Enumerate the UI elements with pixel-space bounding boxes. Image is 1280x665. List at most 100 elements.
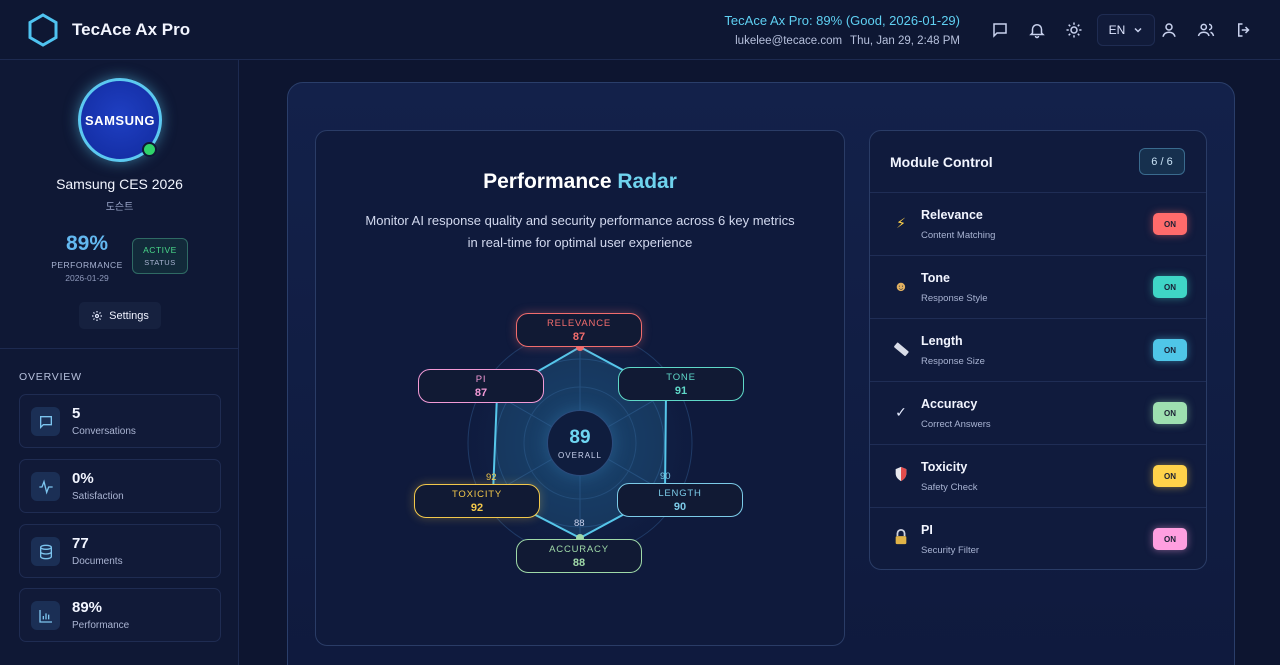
radar-title-accent: Radar (617, 170, 677, 193)
radar-title-prefix: Performance (483, 170, 612, 193)
metric-pill-toxicity[interactable]: TOXICITY 92 (414, 484, 540, 518)
metric-label: TONE (666, 371, 696, 383)
metric-pill-tone[interactable]: TONE 91 (618, 367, 744, 401)
module-sub: Security Filter (921, 545, 980, 556)
language-select[interactable]: EN (1097, 14, 1155, 46)
stat-value: 5 (72, 405, 81, 422)
sidebar-divider (0, 348, 239, 349)
chevron-down-icon (1134, 27, 1142, 33)
accuracy-toggle[interactable]: ON (1153, 402, 1187, 424)
metric-value: 87 (572, 330, 586, 343)
module-row-tone: ☻ Tone Response Style ON (870, 255, 1206, 318)
stat-label: Documents (72, 556, 123, 567)
stat-value: 0% (72, 470, 94, 487)
metric-label: TOXICITY (451, 488, 503, 500)
metric-value: 87 (474, 386, 488, 399)
app-title: TecAce Ax Pro (72, 20, 191, 39)
chat-icon[interactable] (988, 18, 1012, 42)
module-sub: Safety Check (921, 482, 978, 493)
stat-value: 89% (72, 599, 103, 616)
stat-label: Performance (72, 620, 130, 631)
axis-label-toxicity: 92 (486, 472, 497, 483)
language-value: EN (1108, 23, 1126, 37)
module-control-title: Module Control (890, 154, 993, 170)
stat-card-satisfaction[interactable]: 0% Satisfaction (19, 459, 221, 513)
metric-value: 88 (572, 556, 586, 569)
module-name: Length (921, 334, 963, 348)
performance-date: 2026-01-29 (65, 273, 109, 283)
gear-icon (92, 310, 103, 321)
metric-pill-relevance[interactable]: RELEVANCE 87 (516, 313, 642, 347)
settings-button[interactable]: Settings (79, 302, 161, 329)
bar-chart-icon (31, 601, 60, 630)
module-sub: Response Size (921, 356, 985, 367)
metric-pill-length[interactable]: LENGTH 90 (617, 483, 743, 517)
org-subtitle: 도슨트 (105, 202, 134, 213)
performance-value: 89% (65, 232, 109, 255)
tone-toggle[interactable]: ON (1153, 276, 1187, 298)
lightning-icon: ⚡ (896, 215, 906, 231)
module-control-card: Module Control 6 / 6 ⚡ Relevance Content… (869, 130, 1207, 570)
stat-card-conversations[interactable]: 5 Conversations (19, 394, 221, 448)
overall-value: 89 (569, 426, 591, 448)
radar-description-line: Monitor AI response quality and security… (365, 213, 795, 228)
sidebar: SAMSUNG Samsung CES 2026 도슨트 89% PERFORM… (0, 60, 239, 665)
metric-pill-pi[interactable]: PI 87 (418, 369, 544, 403)
org-avatar: SAMSUNG (78, 78, 162, 162)
hexagon-logo-icon (28, 13, 58, 47)
masks-icon: ☻ (893, 278, 909, 294)
stat-label: Conversations (72, 426, 136, 437)
metric-label: RELEVANCE (546, 317, 612, 329)
length-toggle[interactable]: ON (1153, 339, 1187, 361)
metric-value: 91 (674, 384, 688, 397)
stat-card-performance[interactable]: 89% Performance (19, 588, 221, 642)
ruler-icon (892, 339, 910, 359)
module-sub: Response Style (921, 293, 988, 304)
status-badge-value: ACTIVE (143, 245, 177, 255)
lock-icon (892, 528, 910, 548)
current-datetime: Thu, Jan 29, 2:48 PM (850, 35, 960, 47)
logout-icon[interactable] (1232, 18, 1256, 42)
module-row-toxicity: Toxicity Safety Check ON (870, 444, 1206, 507)
stat-value: 77 (72, 535, 89, 552)
metric-label: ACCURACY (549, 543, 609, 555)
settings-label: Settings (109, 309, 149, 322)
toxicity-toggle[interactable]: ON (1153, 465, 1187, 487)
database-icon (31, 537, 60, 566)
module-count-badge: 6 / 6 (1139, 148, 1185, 175)
module-name: Tone (921, 271, 950, 285)
users-icon[interactable] (1194, 18, 1218, 42)
module-row-pi: PI Security Filter ON (870, 507, 1206, 569)
avatar-logo-text: SAMSUNG (85, 112, 155, 128)
status-badge: ACTIVE STATUS (132, 238, 188, 274)
metric-label: PI (475, 373, 487, 385)
bell-icon[interactable] (1025, 18, 1049, 42)
stat-label: Satisfaction (72, 491, 124, 502)
radar-title: Performance Radar (315, 170, 845, 194)
overall-label: OVERALL (558, 450, 602, 460)
module-row-accuracy: ✓ Accuracy Correct Answers ON (870, 381, 1206, 444)
radar-description: Monitor AI response quality and security… (340, 210, 820, 254)
performance-label: PERFORMANCE (51, 260, 123, 270)
online-status-dot (142, 142, 157, 157)
pi-toggle[interactable]: ON (1153, 528, 1187, 550)
user-icon[interactable] (1157, 18, 1181, 42)
module-sub: Correct Answers (921, 419, 991, 430)
relevance-toggle[interactable]: ON (1153, 213, 1187, 235)
chat-icon (31, 407, 60, 436)
metric-value: 92 (470, 501, 484, 514)
activity-icon (31, 472, 60, 501)
module-name: Toxicity (921, 460, 968, 474)
metric-label: LENGTH (658, 487, 702, 499)
sun-icon[interactable] (1062, 18, 1086, 42)
overall-score: 89 OVERALL (547, 410, 613, 476)
shield-icon (892, 465, 910, 485)
radar-description-line: in real-time for optimal user experience (467, 235, 693, 250)
top-header: TecAce Ax Pro TecAce Ax Pro: 89% (Good, … (0, 0, 1280, 60)
module-row-length: Length Response Size ON (870, 318, 1206, 381)
axis-label-length: 90 (660, 471, 671, 482)
stat-card-documents[interactable]: 77 Documents (19, 524, 221, 578)
check-icon: ✓ (895, 404, 907, 420)
metric-pill-accuracy[interactable]: ACCURACY 88 (516, 539, 642, 573)
